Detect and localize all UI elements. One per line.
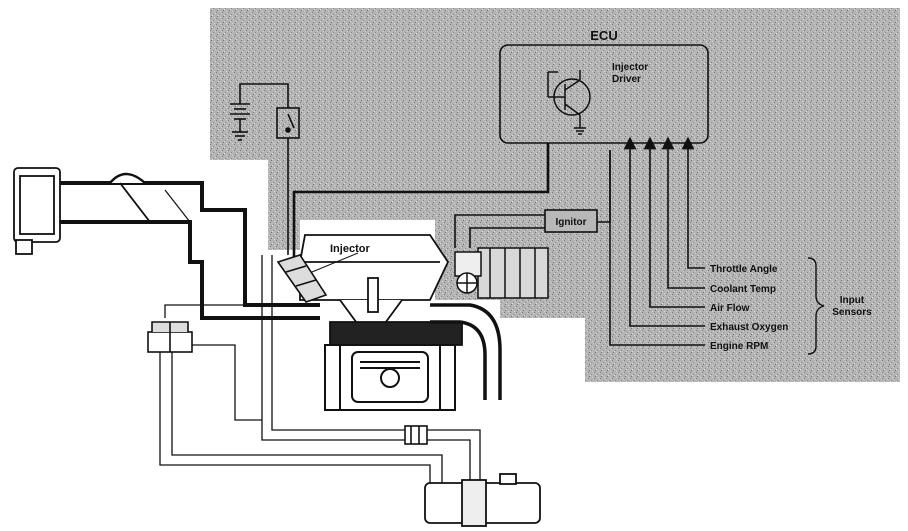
piston-block	[324, 344, 456, 411]
sensor-engine-rpm: Engine RPM	[710, 341, 768, 352]
sensor-throttle-angle: Throttle Angle	[710, 264, 778, 275]
fuel-filter-icon	[404, 425, 428, 445]
injector-driver-label-2: Driver	[612, 74, 641, 85]
exhaust-pipe	[430, 303, 502, 400]
pressure-regulator-icon	[147, 321, 193, 353]
ecu-box: ECU Injector Driver	[499, 28, 709, 144]
transistor-icon	[547, 70, 591, 135]
ecu-title: ECU	[590, 28, 617, 43]
air-cleaner-icon	[13, 167, 61, 255]
injector-icon	[276, 254, 328, 303]
sensor-group-label-1: Input	[840, 295, 865, 306]
sensor-coolant-temp: Coolant Temp	[710, 284, 776, 295]
injector-signal-wire	[292, 143, 550, 258]
shaded-background	[210, 8, 900, 382]
sensor-signal-arrows	[609, 136, 705, 346]
battery-icon	[230, 83, 289, 141]
fuel-tank-icon	[424, 473, 541, 527]
sensor-exhaust-oxygen: Exhaust Oxygen	[710, 322, 788, 333]
injector-leader-line	[311, 252, 359, 273]
sensor-group-brace	[807, 257, 825, 355]
sensor-air-flow: Air Flow	[710, 303, 750, 314]
fuel-lines	[159, 255, 481, 485]
injector-driver-label-1: Injector	[612, 62, 648, 73]
injector-label: Injector	[330, 243, 370, 255]
igniter-box: Ignitor	[544, 209, 598, 233]
cylinder-head	[299, 234, 463, 346]
relay-switch-icon	[276, 107, 300, 255]
sensor-group-label-2: Sensors	[832, 307, 872, 318]
sensor-list: Throttle Angle Coolant Temp Air Flow Exh…	[710, 264, 788, 352]
igniter-label: Ignitor	[555, 217, 586, 228]
distributor-icon	[454, 247, 549, 299]
